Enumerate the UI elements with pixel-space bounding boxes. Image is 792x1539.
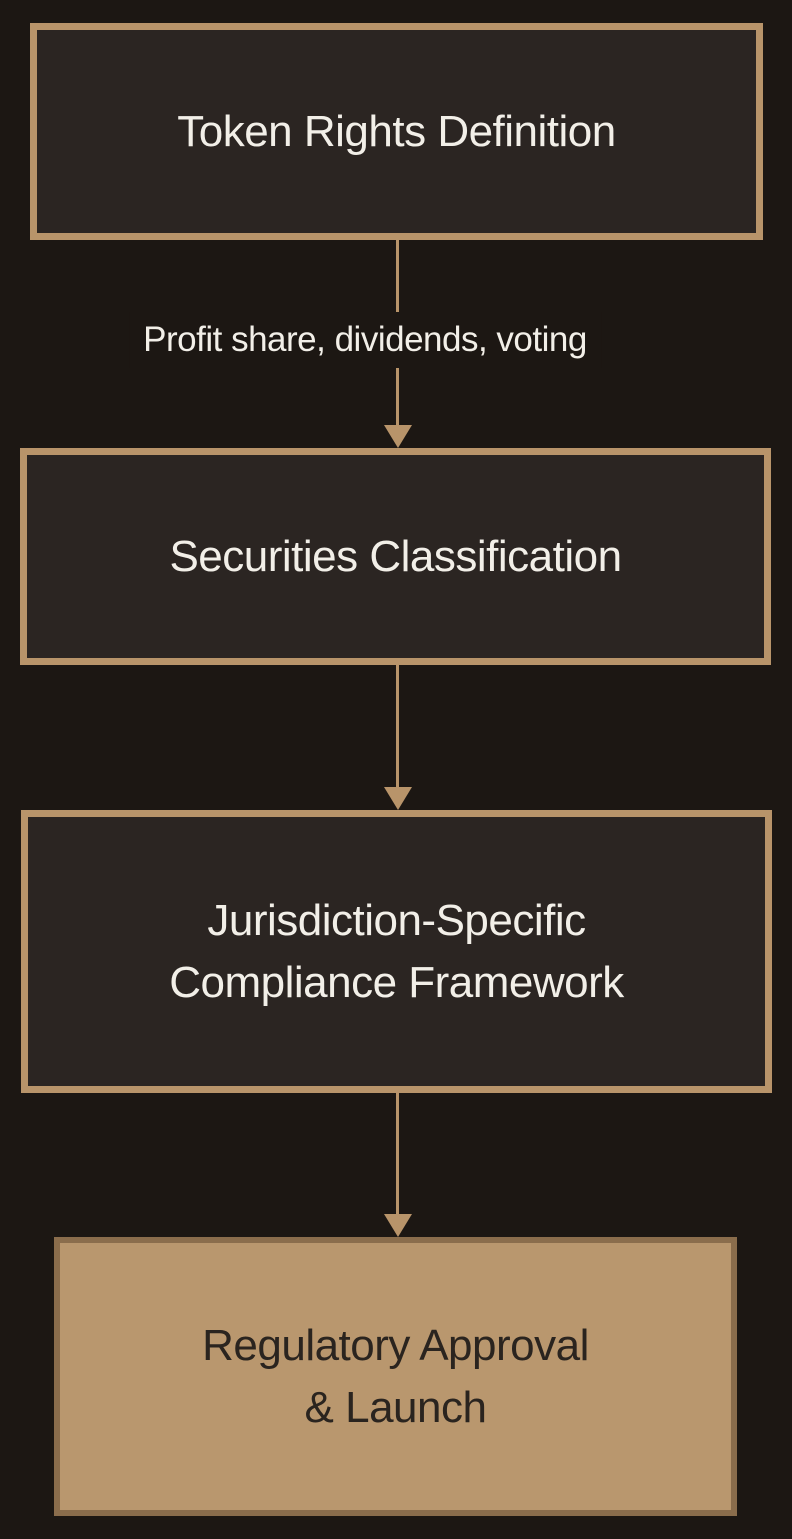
node-regulatory-approval-launch: Regulatory Approval & Launch [54, 1237, 737, 1516]
node-label-line2: & Launch [304, 1382, 487, 1432]
edge-label-profit-share: Profit share, dividends, voting [129, 312, 601, 368]
node-jurisdiction-compliance-framework: Jurisdiction-Specific Compliance Framewo… [21, 810, 772, 1093]
node-label: Securities Classification [169, 531, 622, 581]
arrowhead-down-icon [384, 1214, 412, 1237]
node-securities-classification: Securities Classification [20, 448, 771, 665]
node-label-line2: Compliance Framework [169, 957, 624, 1007]
node-label-line1: Jurisdiction-Specific [207, 895, 586, 945]
arrowhead-down-icon [384, 787, 412, 810]
node-token-rights-definition: Token Rights Definition [30, 23, 763, 240]
arrowhead-down-icon [384, 425, 412, 448]
node-label-line1: Regulatory Approval [202, 1320, 589, 1370]
edge-jurisdiction-to-approval-line [396, 1093, 399, 1215]
edge-securities-to-jurisdiction-line [396, 665, 399, 788]
node-label: Token Rights Definition [177, 106, 616, 156]
